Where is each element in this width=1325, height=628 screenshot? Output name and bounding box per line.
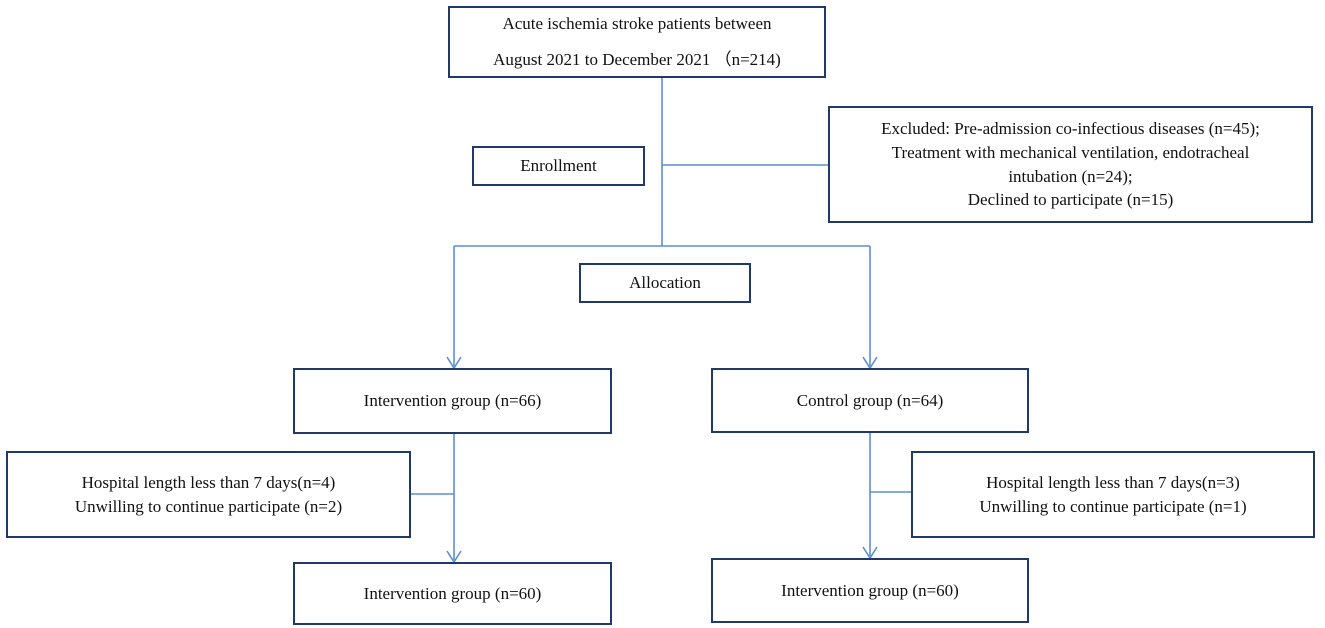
- excluded-line-1: Excluded: Pre-admission co-infectious di…: [881, 118, 1260, 138]
- intervention-final-label: Intervention group (n=60): [363, 583, 542, 603]
- start-box: Acute ischemia stroke patients between A…: [448, 6, 826, 78]
- control-label: Control group (n=64): [796, 390, 944, 410]
- intervention-label: Intervention group (n=66): [363, 391, 542, 411]
- control-loss-line-2: Unwilling to continue participate (n=1): [979, 496, 1247, 516]
- control-loss-line-1: Hospital length less than 7 days(n=3): [986, 472, 1240, 492]
- allocation-box: Allocation: [579, 263, 751, 303]
- enrollment-box: Enrollment: [472, 146, 645, 186]
- intervention-loss-line-1: Hospital length less than 7 days(n=4): [81, 472, 336, 492]
- control-final-label: Intervention group (n=60): [781, 580, 959, 600]
- excluded-line-3: intubation (n=24);: [1008, 166, 1133, 186]
- intervention-box: Intervention group (n=66): [293, 368, 612, 434]
- intervention-final-box: Intervention group (n=60): [293, 562, 612, 625]
- control-loss-box: Hospital length less than 7 days(n=3) Un…: [911, 451, 1315, 538]
- allocation-label: Allocation: [629, 273, 701, 293]
- start-line-1: Acute ischemia stroke patients between: [502, 14, 772, 34]
- start-line-2: August 2021 to December 2021 （n=214): [493, 50, 781, 69]
- intervention-loss-box: Hospital length less than 7 days(n=4) Un…: [6, 451, 411, 538]
- excluded-line-2: Treatment with mechanical ventilation, e…: [891, 142, 1250, 162]
- excluded-line-4: Declined to participate (n=15): [967, 190, 1174, 210]
- control-box: Control group (n=64): [711, 368, 1029, 433]
- intervention-loss-line-2: Unwilling to continue participate (n=2): [74, 496, 343, 516]
- enrollment-label: Enrollment: [520, 156, 597, 176]
- control-final-box: Intervention group (n=60): [711, 558, 1029, 623]
- excluded-box: Excluded: Pre-admission co-infectious di…: [828, 106, 1313, 223]
